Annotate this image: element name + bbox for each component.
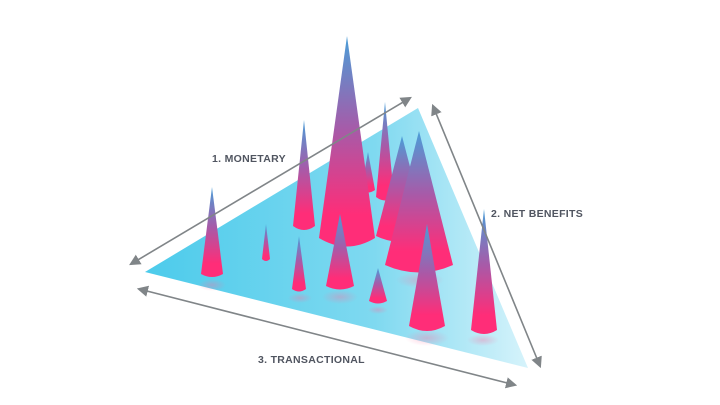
net-benefits-axis-arrow (431, 103, 542, 369)
transactional-axis-arrow (136, 285, 518, 389)
monetary-axis-label: 1. MONETARY (212, 153, 286, 165)
net-benefits-axis-label: 2. NET BENEFITS (491, 208, 584, 220)
transactional-axis-label: 3. TRANSACTIONAL (258, 354, 365, 366)
monetary-axis-arrow (129, 96, 412, 266)
